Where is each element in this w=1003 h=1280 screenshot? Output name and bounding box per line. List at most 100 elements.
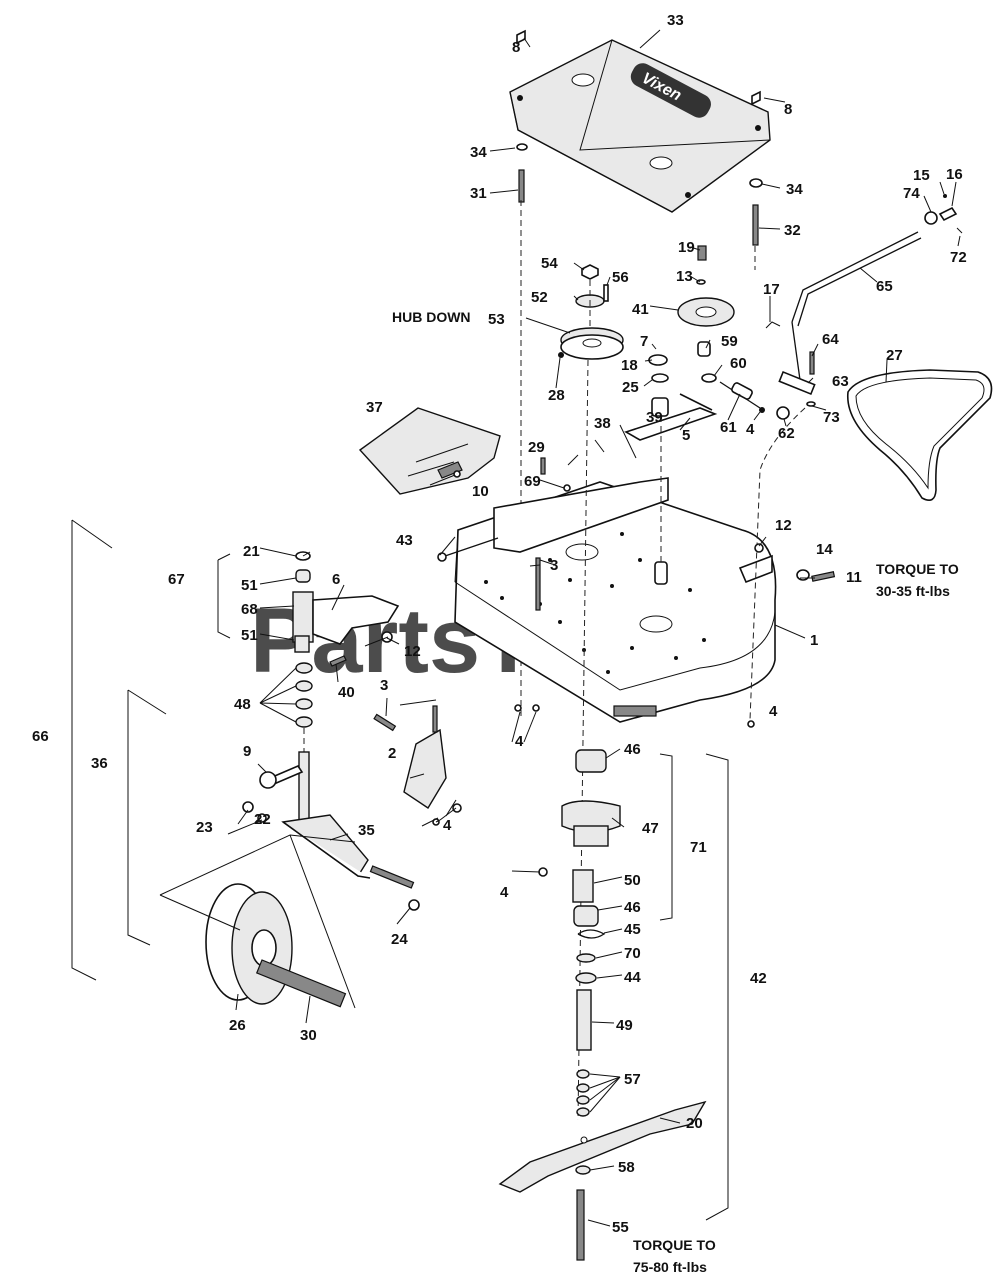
spacer-washers (295, 662, 313, 728)
callout: 20 (686, 1115, 703, 1132)
callout: 4 (769, 703, 778, 720)
callout: 1 (810, 632, 818, 649)
callout: 15 (913, 167, 930, 184)
callout: 58 (618, 1159, 635, 1176)
callout: 54 (541, 255, 558, 272)
callout: 25 (622, 379, 639, 396)
callout: 64 (822, 331, 839, 348)
belt-cover-part: Vixen (509, 39, 771, 213)
callout: 23 (196, 819, 213, 836)
callout: 70 (624, 945, 641, 962)
callout: 51 (241, 627, 258, 644)
leader-lines (159, 29, 961, 1227)
callout: 3 (380, 677, 388, 694)
callout: 46 (624, 899, 641, 916)
callout: 26 (229, 1017, 246, 1034)
callout: 27 (886, 347, 903, 364)
callout: 19 (678, 239, 695, 256)
callout: 55 (612, 1219, 629, 1236)
callout: 74 (903, 185, 920, 202)
callout: 67 (168, 571, 185, 588)
callout: 48 (234, 696, 251, 713)
callout: 5 (682, 427, 690, 444)
callout: 35 (358, 822, 375, 839)
anti-scalp-bracket-part (373, 705, 462, 826)
callout: 39 (646, 409, 663, 426)
callout: 60 (730, 355, 747, 372)
discharge-chute-part (358, 407, 501, 495)
callout: 7 (640, 333, 648, 350)
drive-belt-part (847, 369, 993, 501)
callout: 24 (391, 931, 408, 948)
callout: 57 (624, 1071, 641, 1088)
callout: 6 (332, 571, 340, 588)
callout: 69 (524, 473, 541, 490)
callout: 4 (515, 733, 524, 750)
callout: 47 (642, 820, 659, 837)
callout: 9 (243, 743, 251, 760)
callout: 4 (746, 421, 755, 438)
callout: 2 (388, 745, 396, 762)
spindle-assembly (538, 749, 621, 1117)
callout: 12 (775, 517, 792, 534)
callout: 29 (528, 439, 545, 456)
torque-lower-note-line2: 75-80 ft-lbs (633, 1259, 707, 1275)
idler-assembly (624, 245, 765, 585)
torque-lower-note-line1: TORQUE TO (633, 1237, 716, 1253)
callout: 72 (950, 249, 967, 266)
callout: 50 (624, 872, 641, 889)
callout-labels: 1 2 3 3 4 4 4 4 4 4 5 6 7 8 8 9 10 11 12… (32, 12, 967, 1236)
callout: 45 (624, 921, 641, 938)
callout: 68 (241, 601, 258, 618)
callout: 4 (443, 817, 452, 834)
callout: 73 (823, 409, 840, 426)
callout: 65 (876, 278, 893, 295)
callout: 71 (690, 839, 707, 856)
callout: 44 (624, 969, 641, 986)
torque-upper-note-line2: 30-35 ft-lbs (876, 583, 950, 599)
callout: 43 (396, 532, 413, 549)
callout: 62 (778, 425, 795, 442)
callout: 42 (750, 970, 767, 987)
callout: 14 (816, 541, 833, 558)
callout: 17 (763, 281, 780, 298)
caster-wheel-assembly (205, 551, 420, 1008)
callout: 63 (832, 373, 849, 390)
callout: 28 (548, 387, 565, 404)
callout: 52 (531, 289, 548, 306)
callout: 49 (616, 1017, 633, 1034)
callout: 40 (338, 684, 355, 701)
callout: 32 (784, 222, 801, 239)
callout: 66 (32, 728, 49, 745)
callout: 34 (786, 181, 803, 198)
callout: 3 (550, 557, 558, 574)
callout: 10 (472, 483, 489, 500)
callout: 34 (470, 144, 487, 161)
callout: 16 (946, 166, 963, 183)
callout: 21 (243, 543, 260, 560)
callout: 12 (404, 643, 421, 660)
callout: 53 (488, 311, 505, 328)
mower-deck-part (437, 477, 777, 723)
deck-mounting-bolts (514, 457, 836, 728)
callout: 33 (667, 12, 684, 29)
callout: 30 (300, 1027, 317, 1044)
callout: 46 (624, 741, 641, 758)
callout: 38 (594, 415, 611, 432)
group-brackets (71, 424, 729, 1221)
callout: 41 (632, 301, 649, 318)
right-cover-hardware (749, 90, 763, 270)
control-rod-assembly (749, 194, 963, 721)
callout: 37 (366, 399, 383, 416)
callout: 61 (720, 419, 737, 436)
callout: 59 (721, 333, 738, 350)
callout: 4 (500, 884, 509, 901)
callout: 56 (612, 269, 629, 286)
callout: 51 (241, 577, 258, 594)
hub-down-note: HUB DOWN (392, 309, 471, 325)
callout: 36 (91, 755, 108, 772)
callout: 8 (512, 39, 520, 56)
callout: 18 (621, 357, 638, 374)
torque-upper-note-line1: TORQUE TO (876, 561, 959, 577)
